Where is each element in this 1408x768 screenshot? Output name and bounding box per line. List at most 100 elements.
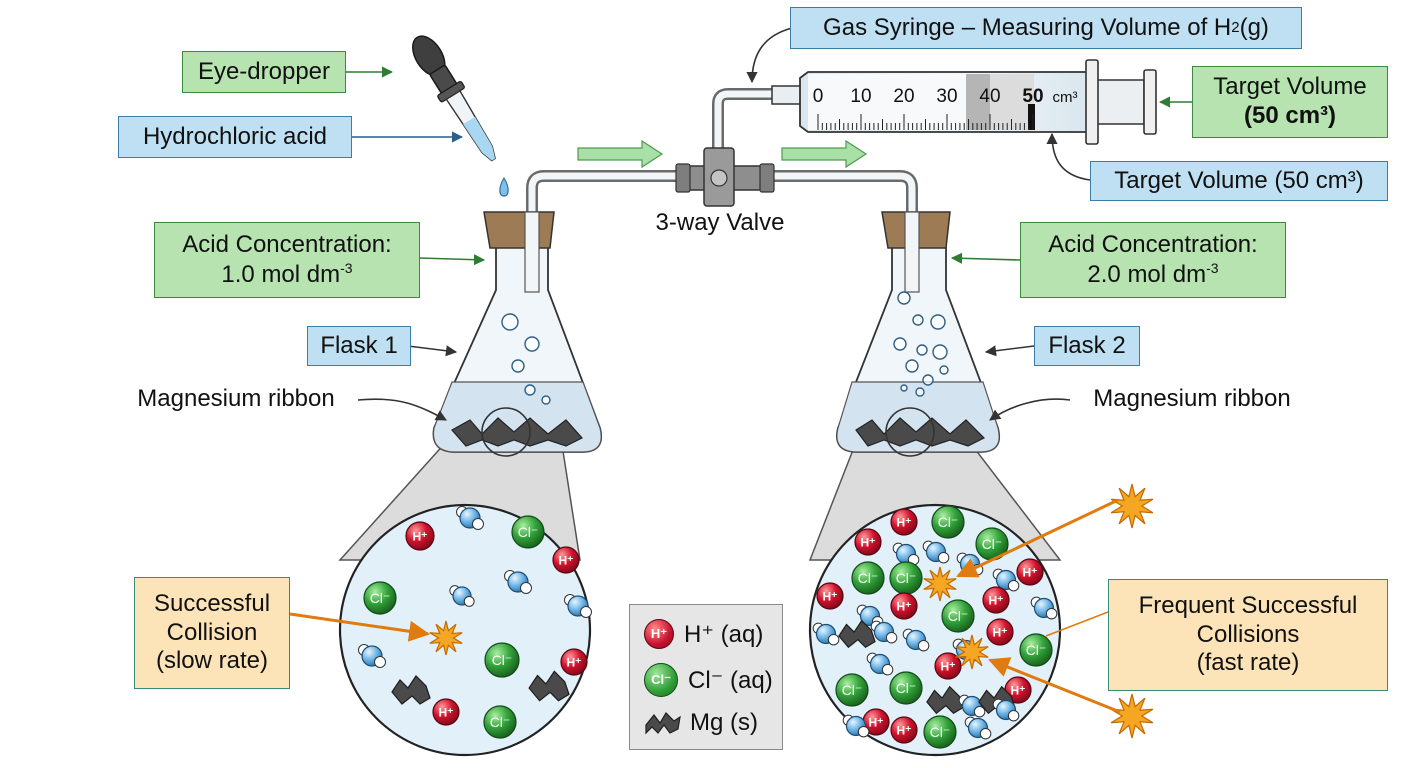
gas-bubble (930, 314, 946, 330)
syringe-tick-label: 0 (813, 86, 824, 107)
syringe-unit-label: cm³ (1053, 89, 1078, 106)
legend-mg-label: Mg (s) (690, 709, 758, 736)
legend-h-label: H⁺ (aq) (684, 620, 764, 648)
magnesium-ribbon-label-left: Magnesium ribbon (137, 384, 335, 412)
cl-ion-text: Cl⁻ (858, 570, 879, 586)
flask-1 (432, 211, 603, 453)
h-ion (986, 618, 1014, 646)
gas-bubble (915, 387, 925, 397)
collision-fast-line2: Collisions (1196, 620, 1300, 648)
h-ion-text: H⁺ (439, 706, 454, 720)
target-volume-label-green: Target Volume (50 cm³) (1192, 66, 1388, 138)
water-hydrogen-atom (857, 725, 870, 738)
collision-fast-line3: (fast rate) (1196, 649, 1300, 677)
water-hydrogen-atom (1045, 607, 1058, 620)
syringe-tick-label: 20 (893, 86, 914, 107)
plunger-seal (1028, 104, 1035, 130)
h-ion-text: H⁺ (941, 660, 956, 674)
cl-ion-text: Cl⁻ (1026, 642, 1047, 658)
target-volume-green-line1: Target Volume (1213, 73, 1367, 101)
syringe-tick-label: 30 (936, 86, 957, 107)
h-ion-icon: H⁺ (644, 619, 674, 649)
h-ion (890, 592, 918, 620)
syringe-tick-label: 10 (850, 86, 871, 107)
cl-ion (483, 705, 517, 739)
magnified-view-slow (338, 503, 592, 757)
acid-conc-2-line2-wrap: 2.0 mol dm-3 (1087, 260, 1218, 290)
water-hydrogen-atom (1007, 709, 1020, 722)
acid-concentration-1-label: Acid Concentration: 1.0 mol dm-3 (154, 222, 420, 298)
cl-ion-text: Cl⁻ (896, 680, 917, 696)
gas-bubble (905, 359, 919, 373)
legend: H⁺ H⁺ (aq) Cl⁻ Cl⁻ (aq) Mg (s) (629, 604, 783, 750)
collision-spark (923, 566, 957, 602)
mg-particle (528, 670, 570, 702)
frequent-collisions-fast-label: Frequent Successful Collisions (fast rat… (1108, 579, 1388, 691)
gas-bubble (511, 359, 525, 373)
h-ion-text: H⁺ (1011, 684, 1026, 698)
h-ion-text: H⁺ (989, 594, 1004, 608)
h-ion (934, 652, 962, 680)
h-ion-text: H⁺ (823, 590, 838, 604)
gas-bubble (893, 337, 907, 351)
h-ion-text: H⁺ (567, 656, 582, 670)
h-ion (816, 582, 844, 610)
flask-2 (836, 211, 1001, 453)
collision-slow-line2: Collision (166, 618, 258, 646)
cl-ion-text: Cl⁻ (938, 514, 959, 530)
water-hydrogen-atom (979, 727, 992, 740)
water-hydrogen-atom (520, 582, 532, 594)
gas-bubble (939, 365, 949, 375)
collision-spark (1110, 483, 1154, 529)
cl-ion (363, 581, 397, 615)
h-ion (982, 586, 1010, 614)
water-hydrogen-atom (881, 663, 894, 676)
mg-ribbon-flask-1 (451, 417, 583, 447)
gas-bubble (922, 374, 934, 386)
h-ion-text: H⁺ (413, 530, 428, 544)
cl-ion-text: Cl⁻ (370, 590, 391, 606)
water-hydrogen-atom (937, 551, 950, 564)
h-ion-text: H⁺ (559, 554, 574, 568)
zoom-ring-right (885, 407, 935, 457)
pointer-arrows (289, 27, 1192, 714)
syringe-tick-label: 40 (979, 86, 1000, 107)
cl-ion (835, 673, 869, 707)
acid-conc-1-line1: Acid Concentration: (182, 230, 392, 258)
water-hydrogen-atom (917, 639, 930, 652)
flask-1-label: Flask 1 (307, 326, 411, 366)
h-ion (854, 528, 882, 556)
gas-bubble (897, 291, 911, 305)
successful-collision-slow-label: Successful Collision (slow rate) (134, 577, 290, 689)
gas-bubble (501, 313, 519, 331)
gas-bubble (912, 314, 924, 326)
h-ion-text: H⁺ (897, 516, 912, 530)
water-hydrogen-atom (374, 656, 386, 668)
mg-ribbon-icon (645, 712, 681, 735)
collision-spark (429, 620, 463, 656)
collision-fast-line1: Frequent Successful (1138, 591, 1358, 619)
h-ion (890, 716, 918, 744)
gas-bubble (524, 384, 536, 396)
h-ion (405, 521, 435, 551)
gas-bubble (541, 395, 551, 405)
water-hydrogen-atom (463, 595, 475, 607)
cl-ion (1019, 633, 1053, 667)
three-way-valve (675, 147, 775, 207)
acid-conc-2-line2: 2.0 mol dm (1087, 260, 1207, 288)
water-hydrogen-atom (973, 705, 986, 718)
syringe-tick-label: 50 (1022, 86, 1043, 107)
cl-ion (511, 515, 545, 549)
h-ion-text: H⁺ (993, 626, 1008, 640)
three-way-valve-label: 3-way Valve (655, 208, 785, 236)
h-ion (560, 648, 588, 676)
cl-ion (941, 599, 975, 633)
water-hydrogen-atom (885, 631, 898, 644)
acid-conc-2-exponent: -3 (1206, 259, 1219, 276)
delivery-tubes (526, 88, 918, 290)
acid-conc-2-line1: Acid Concentration: (1048, 230, 1258, 258)
h-ion (552, 546, 580, 574)
syringe-title-end: (g) (1239, 13, 1269, 41)
